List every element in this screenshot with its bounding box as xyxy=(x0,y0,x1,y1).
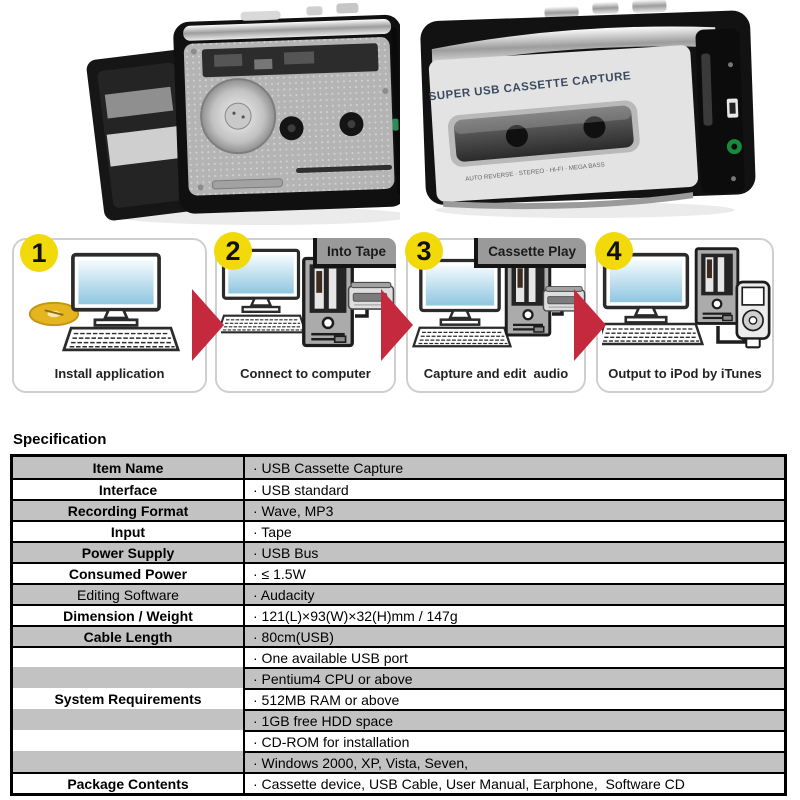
spec-row-value: · 121(L)×93(W)×32(H)mm / 147g xyxy=(253,607,458,624)
spec-row: Consumed Power · ≤ 1.5W xyxy=(13,562,784,583)
step-tag: Cassette Play xyxy=(474,238,586,268)
keyboard-icon xyxy=(602,322,704,346)
keyboard-icon xyxy=(412,326,512,348)
spec-row: Cable Length · 80cm(USB) xyxy=(13,625,784,646)
product-photo-closed-device: SUPER USB CASSETTE CAPTURE AUTO REVERSE … xyxy=(420,0,756,218)
spec-row-label: Power Supply xyxy=(13,543,245,562)
spec-row-value: · CD-ROM for installation xyxy=(245,730,784,751)
keyboard-icon xyxy=(221,314,307,334)
spec-row-label xyxy=(13,709,245,730)
step-tag: Into Tape xyxy=(313,238,396,268)
spec-row: System Requirements· 512MB RAM or above xyxy=(13,688,784,709)
cd-icon xyxy=(28,301,80,327)
ipod-icon xyxy=(735,280,771,349)
spec-row-label: System Requirements xyxy=(13,688,245,709)
spec-row-value: · 80cm(USB) xyxy=(253,628,334,645)
step-number-badge: 1 xyxy=(20,234,58,272)
spec-row-label: Interface xyxy=(13,480,245,499)
spec-row: · One available USB port xyxy=(13,646,784,667)
spec-row-value: · Windows 2000, XP, Vista, Seven, xyxy=(245,751,784,772)
spec-row-value: · USB standard xyxy=(253,481,349,498)
step-caption: Capture and edit audio xyxy=(423,366,569,381)
spec-row: Input · Tape xyxy=(13,520,784,541)
spec-row: Power Supply · USB Bus xyxy=(13,541,784,562)
spec-row-label: Cable Length xyxy=(13,627,245,646)
spec-row-label: Editing Software xyxy=(13,585,245,604)
computer-tower-icon xyxy=(302,256,354,348)
spec-row-value: · USB Cassette Capture xyxy=(253,459,404,476)
keyboard-icon xyxy=(62,326,180,352)
spec-row-value: · USB Bus xyxy=(253,544,319,561)
device-body-closed: SUPER USB CASSETTE CAPTURE AUTO REVERSE … xyxy=(420,0,756,210)
step-number-badge: 2 xyxy=(214,232,252,270)
device-body-open xyxy=(173,2,400,214)
spec-row-value: · Pentium4 CPU or above xyxy=(245,667,784,688)
step-caption: Connect to computer xyxy=(240,366,371,381)
step-4-illustration xyxy=(602,247,771,349)
spec-row-label: Package Contents xyxy=(13,774,245,793)
spec-row: Package Contents · Cassette device, USB C… xyxy=(13,772,784,793)
spec-row-label xyxy=(13,730,245,751)
spec-row-label xyxy=(13,751,245,772)
specification-heading: Specification xyxy=(13,431,107,448)
cassette-window xyxy=(447,100,640,167)
computer-tower-icon xyxy=(694,247,740,325)
step-panel-2: 2 Into Tape Connect to computer xyxy=(214,232,396,393)
arrow-right-icon xyxy=(192,289,224,361)
spec-row-value: · Wave, MP3 xyxy=(253,502,334,519)
step-caption: Output to iPod by iTunes xyxy=(608,366,762,381)
spec-row-label: Consumed Power xyxy=(13,564,245,583)
spec-row: Editing Software · Audacity xyxy=(13,583,784,604)
step-caption: Install application xyxy=(54,366,165,381)
spec-row-value: · Cassette device, USB Cable, User Manua… xyxy=(253,775,685,792)
spec-row-value: · 512MB RAM or above xyxy=(245,688,784,709)
step-number-badge: 4 xyxy=(595,232,633,270)
spec-row: · 1GB free HDD space xyxy=(13,709,784,730)
spec-row: · Pentium4 CPU or above xyxy=(13,667,784,688)
spec-row-value: · Tape xyxy=(253,523,292,540)
spec-row: Recording Format · Wave, MP3 xyxy=(13,499,784,520)
spec-row: Item Name · USB Cassette Capture xyxy=(13,457,784,478)
spec-row: Dimension / Weight · 121(L)×93(W)×32(H)mm… xyxy=(13,604,784,625)
product-photo-open-device xyxy=(86,2,400,225)
spec-row-label: Input xyxy=(13,522,245,541)
cassette-door xyxy=(86,50,202,221)
spec-row-label: Recording Format xyxy=(13,501,245,520)
spec-row-label xyxy=(13,667,245,688)
spec-row: Interface · USB standard xyxy=(13,478,784,499)
step-2-illustration xyxy=(221,248,395,348)
monitor-icon xyxy=(419,258,501,327)
step-panel-3: 3 Cassette Play Capture and edit audio xyxy=(405,232,586,393)
step-number-badge: 3 xyxy=(405,232,443,270)
monitor-icon xyxy=(71,252,161,328)
spec-row: · Windows 2000, XP, Vista, Seven, xyxy=(13,751,784,772)
spec-row-label: Item Name xyxy=(13,457,245,478)
spec-row-value: · Audacity xyxy=(253,586,315,603)
spec-row-value: · One available USB port xyxy=(253,649,408,666)
spec-row-label xyxy=(13,648,245,667)
spec-row-value: · 1GB free HDD space xyxy=(245,709,784,730)
spec-row-label: Dimension / Weight xyxy=(13,606,245,625)
spec-row-value: · ≤ 1.5W xyxy=(253,565,306,582)
step-3-illustration xyxy=(412,255,586,348)
spec-row: · CD-ROM for installation xyxy=(13,730,784,751)
step-panel-4: 4 Output to iPod by iTunes xyxy=(595,232,774,393)
step-panel-1: 1 Install application xyxy=(12,234,207,393)
arrow-right-icon xyxy=(574,289,606,361)
arrow-right-icon xyxy=(381,289,413,361)
